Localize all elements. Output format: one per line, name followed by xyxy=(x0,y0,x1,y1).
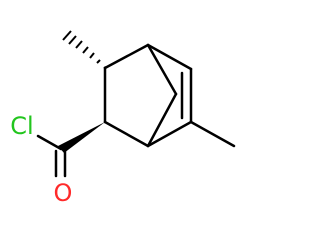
bond-c5-methyl xyxy=(189,120,236,148)
atom-label-oxygen: O xyxy=(54,179,73,207)
solid-wedge-acyl xyxy=(58,122,105,153)
bond-acyl-cl xyxy=(36,134,63,151)
bond-c4-c7 xyxy=(146,92,178,148)
bond-c1-c2 xyxy=(103,43,150,70)
structure-canvas: Cl O xyxy=(10,30,236,207)
hashed-wedge-methyl xyxy=(62,30,107,69)
bond-c1-c6 xyxy=(146,43,193,71)
bond-c5-c4 xyxy=(146,120,193,148)
atom-label-chlorine: Cl xyxy=(10,112,33,140)
bond-c3-c4 xyxy=(103,120,150,148)
bond-c1-c7 xyxy=(146,43,178,96)
molecule-structure: Cl O xyxy=(10,30,236,207)
